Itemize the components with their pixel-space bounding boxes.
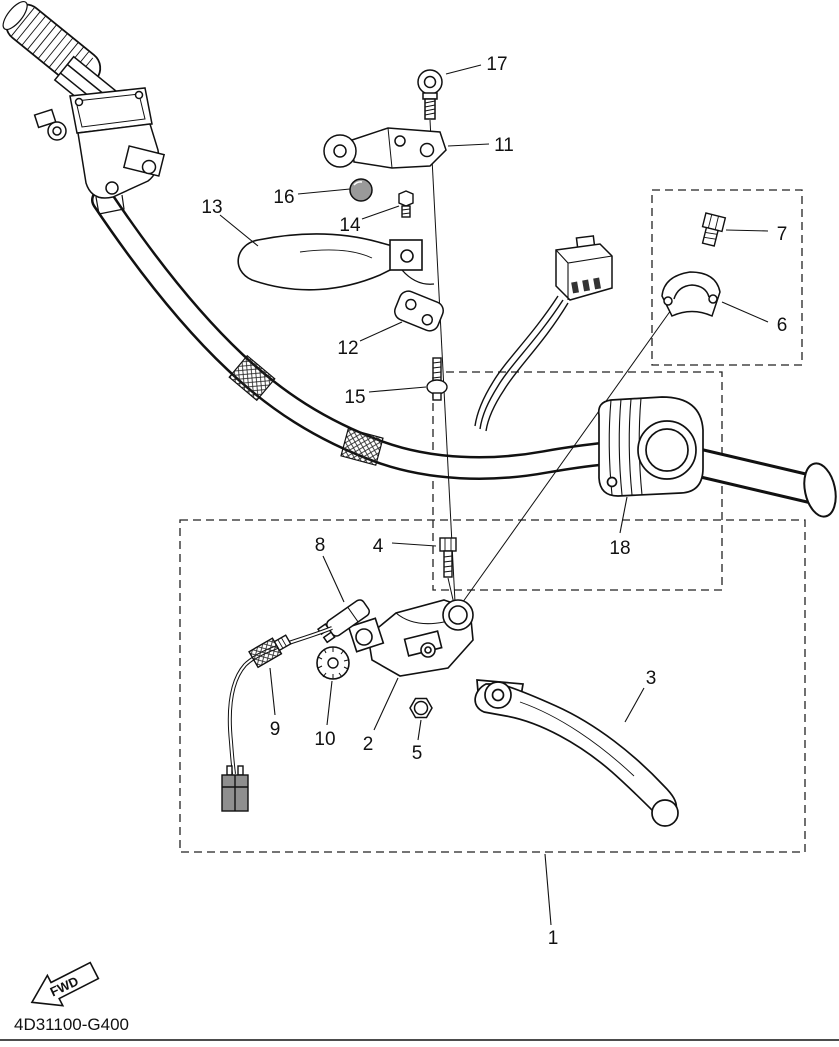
callout-7: 7 [777,224,788,245]
banjo-fitting [33,108,67,141]
callout-5: 5 [412,743,423,764]
part-15-bolt [426,357,448,401]
footer: 4D31100-G400 [0,1015,839,1041]
callout-8: 8 [315,535,326,556]
dashed-box-lever-assembly [179,519,806,853]
fwd-arrow: FWD [30,961,100,1007]
callout-4: 4 [373,536,384,557]
handlebar-knurl-band-right [340,428,384,466]
callout-16: 16 [273,187,294,208]
harness-connector [555,235,613,301]
front-master-cylinder-assembly [33,55,166,215]
part-2-lever-perch [347,599,474,677]
handlebar-knurl-band-left [228,354,276,402]
callout-10: 10 [314,729,335,750]
part-10-adjuster-knob [316,646,350,680]
callout-17: 17 [486,54,507,75]
part-6-clamp [661,271,721,318]
part-3-clutch-lever [474,679,679,827]
callout-leader-lines [219,64,769,926]
lead-connector-block [221,765,249,812]
callout-2: 2 [363,734,374,755]
part-9-adjuster-screw [248,634,292,669]
callout-3: 3 [646,668,657,689]
part-4-bolt [439,537,457,578]
callout-9: 9 [270,719,281,740]
callout-labels: 17 11 16 14 13 7 6 12 15 18 4 8 9 10 2 5… [201,54,787,949]
callout-12: 12 [337,338,358,359]
callout-1: 1 [548,928,559,949]
part-17-bolt [417,69,443,120]
part-5-nut [409,697,433,719]
callout-13: 13 [201,197,222,218]
part-11-bracket [323,127,447,169]
part-code: 4D31100-G400 [14,1015,129,1034]
part-14-bolt [398,190,414,218]
harness-wires [474,295,569,432]
part-13-brake-lever [237,233,435,291]
callout-6: 6 [777,315,788,336]
part-7-screw [701,212,727,247]
part-16-cap [349,178,373,202]
callout-14: 14 [339,215,361,236]
right-grip-end-cap [803,462,837,518]
callout-15: 15 [344,387,365,408]
callout-11: 11 [494,135,514,156]
part-12-plate [394,290,444,332]
part-18-switch-housing [597,396,704,497]
assembly-axis-lines [429,119,677,614]
callout-18: 18 [609,538,630,559]
right-grip [696,448,837,518]
dashed-box-switch-clamp [651,189,803,366]
handlebar [91,188,824,500]
